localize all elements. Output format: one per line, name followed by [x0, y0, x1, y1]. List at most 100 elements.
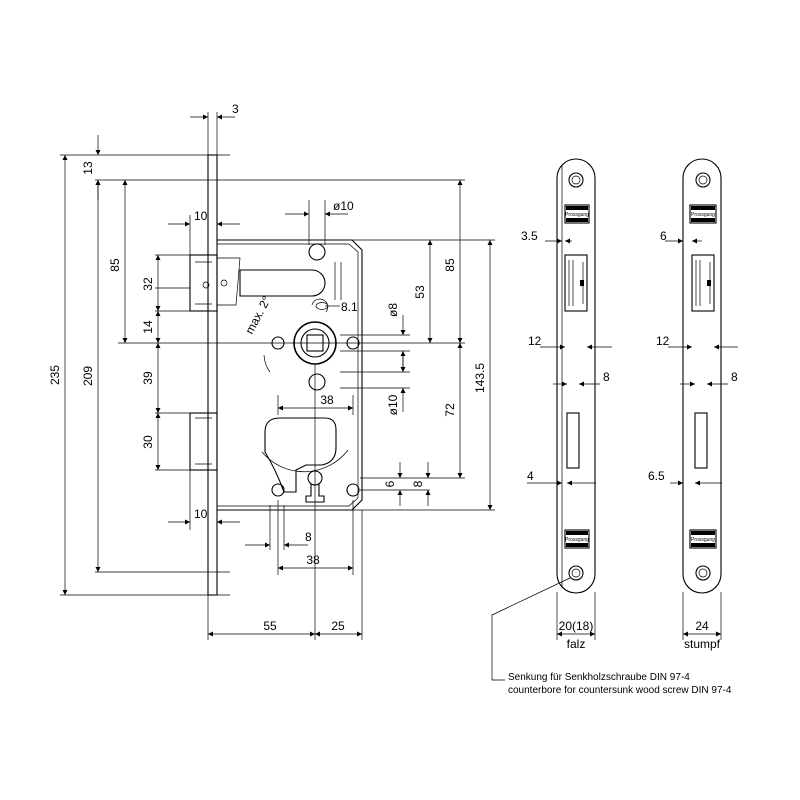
- cam-arc: [311, 298, 329, 313]
- bolt-opening-stumpf: [694, 412, 708, 469]
- dim-8-bottom: 8: [305, 530, 312, 544]
- dim-dia10-top: ø10: [333, 199, 354, 213]
- latch-opening-falz: [564, 254, 588, 312]
- dim-39: 39: [141, 371, 155, 385]
- side-view-dimensions: 3 13 235 209 85 10 32 14 39 30 10 ø10 ma…: [48, 102, 495, 640]
- screw-hole-top-stumpf: [695, 172, 711, 188]
- plate-band: [566, 218, 588, 222]
- counterbore-note: Senkung für Senkholzschraube DIN 97-4 co…: [491, 577, 732, 696]
- dim-4-falz: 4: [527, 469, 534, 483]
- screw-hole-inner: [698, 568, 708, 578]
- faceplate-strip: [207, 154, 218, 596]
- dim-6: 6: [383, 480, 397, 487]
- faceplate-falz-view: Prossgung Prossgung 3.5 12 8 4 20(18) fa…: [521, 158, 612, 651]
- dim-3: 3: [232, 102, 239, 116]
- plate-text-bottom-stumpf: Prossgung: [691, 537, 715, 543]
- faceplate-stumpf-outline: [682, 158, 722, 594]
- dim-85-left: 85: [108, 258, 122, 272]
- label-plate-bottom-falz: [564, 529, 590, 549]
- plate-band: [691, 218, 715, 222]
- lock-case: [217, 239, 363, 511]
- rotation-arc: [263, 354, 271, 373]
- label-plate-top-falz: [564, 204, 590, 224]
- dim-14: 14: [141, 320, 155, 334]
- plate-band: [691, 206, 715, 210]
- latch-pin: [202, 281, 210, 289]
- dim-3-5: 3.5: [521, 229, 538, 243]
- latch-opening-stumpf: [691, 254, 715, 312]
- dim-10-top: 10: [194, 209, 208, 223]
- label-stumpf: stumpf: [684, 637, 721, 651]
- dim-53: 53: [413, 285, 427, 299]
- lock-case-inner-edge: [217, 243, 359, 507]
- dim-dia10-mid: ø10: [386, 394, 400, 415]
- dim-55: 55: [263, 619, 277, 633]
- screw-hole-inner: [571, 568, 581, 578]
- dim-6-5-stumpf: 6.5: [648, 469, 665, 483]
- dim-6-stumpf: 6: [660, 229, 667, 243]
- case-hole-bottom-left: [271, 483, 285, 497]
- faceplate-stumpf-view: Prossgung Prossgung 6 12 8 6.5 24 stumpf: [648, 158, 738, 651]
- faceplate-falz-outline: [556, 158, 596, 594]
- key-cutout: [264, 417, 337, 493]
- latch-bolt-lines: [195, 261, 212, 305]
- dim-dia8: ø8: [386, 303, 400, 317]
- dim-32: 32: [141, 277, 155, 291]
- dim-8-stumpf: 8: [731, 370, 738, 384]
- screw-hole-bottom-stumpf: [695, 565, 711, 581]
- plate-band: [566, 543, 588, 547]
- screw-hole-top-falz: [568, 172, 584, 188]
- dim-12-falz: 12: [528, 334, 542, 348]
- latch-slide: [239, 269, 326, 297]
- note-line-en: counterbore for countersunk wood screw D…: [508, 685, 732, 696]
- label-plate-bottom-stumpf: [689, 529, 717, 549]
- latch-mark: [707, 280, 711, 286]
- dim-12-stumpf: 12: [656, 334, 670, 348]
- dim-8-1: 8.1: [341, 300, 358, 314]
- dim-max-2deg: max. 2°: [242, 294, 274, 337]
- dim-25: 25: [331, 619, 345, 633]
- case-screw-hole-top: [308, 243, 326, 261]
- dim-30: 30: [141, 435, 155, 449]
- dim-38-bottom: 38: [306, 553, 320, 567]
- dim-13: 13: [81, 161, 95, 175]
- screw-hole-inner: [571, 175, 581, 185]
- dim-8-right: 8: [411, 480, 425, 487]
- case-hole-bottom-right: [346, 483, 360, 497]
- dim-38-mid: 38: [320, 393, 334, 407]
- key-arc: [261, 449, 349, 473]
- plate-text-top-falz: Prossgung: [565, 212, 589, 218]
- dim-8-falz: 8: [603, 370, 610, 384]
- plate-band: [566, 531, 588, 535]
- dead-bolt: [189, 412, 218, 471]
- dim-85-right: 85: [443, 258, 457, 272]
- latch-mark: [580, 280, 584, 286]
- lock-side-view: [189, 154, 363, 596]
- latch-bolt-body: [217, 257, 241, 306]
- screw-hole-inner: [698, 175, 708, 185]
- plate-band: [691, 543, 715, 547]
- plate-text-top-stumpf: Prossgung: [691, 212, 715, 218]
- dim-209: 209: [81, 366, 95, 386]
- note-line-de: Senkung für Senkholzschraube DIN 97-4: [508, 672, 690, 683]
- dim-72: 72: [443, 403, 457, 417]
- label-plate-top-stumpf: [689, 204, 717, 224]
- latch-bolt: [189, 254, 218, 312]
- bolt-opening-falz: [566, 412, 580, 469]
- latch-pin: [220, 279, 228, 287]
- plate-band: [691, 531, 715, 535]
- plate-text-bottom-falz: Prossgung: [565, 537, 589, 543]
- screw-hole-bottom-falz: [568, 565, 584, 581]
- dim-10-bottom: 10: [194, 507, 208, 521]
- label-falz: falz: [567, 637, 586, 651]
- note-leader-line: [491, 577, 571, 681]
- dim-20-18: 20(18): [559, 619, 594, 633]
- dim-235: 235: [48, 365, 62, 385]
- dim-143-5: 143.5: [473, 363, 487, 393]
- dead-bolt-lines: [195, 417, 212, 465]
- dim-24: 24: [695, 619, 709, 633]
- plate-band: [566, 206, 588, 210]
- case-screw-hole-mid: [308, 373, 326, 391]
